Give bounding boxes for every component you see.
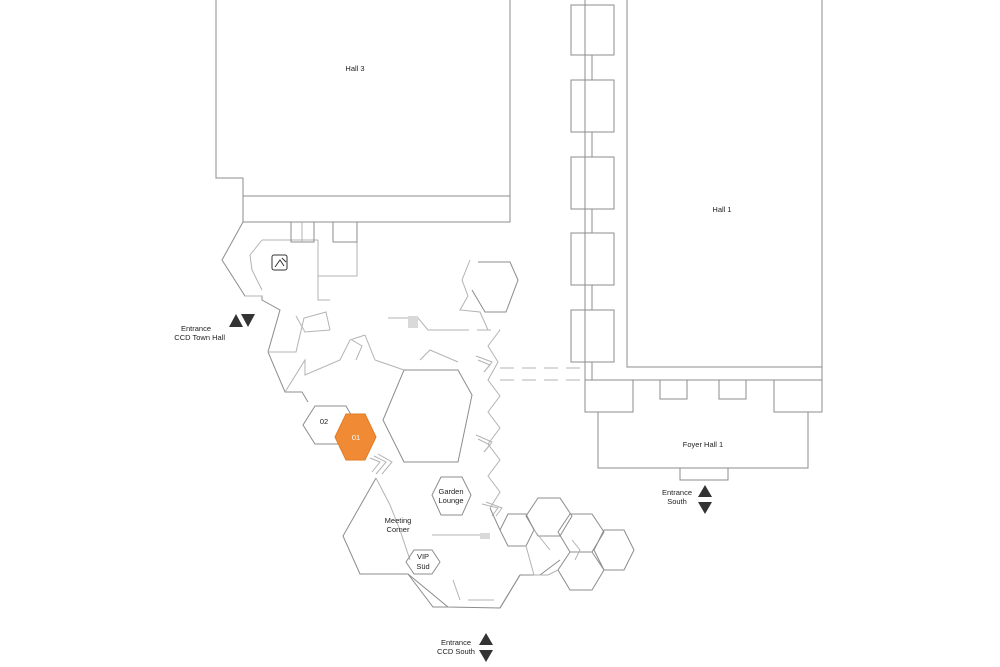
central-foyer bbox=[364, 259, 585, 509]
room-01-label: 01 bbox=[352, 433, 360, 442]
hall-3-label: Hall 3 bbox=[345, 64, 364, 73]
corridor-below-hall-3 bbox=[242, 195, 511, 223]
entrance-ccd-town-hall[interactable]: Entrance CCD Town Hall bbox=[174, 314, 255, 342]
down-arrow-icon bbox=[698, 502, 712, 514]
entrance-ccd-south[interactable]: Entrance CCD South bbox=[437, 633, 493, 662]
up-arrow-icon bbox=[698, 485, 712, 497]
vip-sued[interactable]: VIP Süd bbox=[405, 549, 441, 575]
main-foyer-outline bbox=[221, 221, 366, 403]
entrance-ccd-town-hall-label-2: CCD Town Hall bbox=[174, 333, 225, 342]
garden-lounge-label-2: Lounge bbox=[438, 496, 463, 505]
hall-3[interactable]: Hall 3 bbox=[215, 0, 511, 197]
stair-chevrons bbox=[351, 339, 503, 517]
elevator-icon bbox=[271, 254, 288, 271]
down-arrow-icon bbox=[241, 314, 255, 327]
foyer-hall-1-label: Foyer Hall 1 bbox=[683, 440, 723, 449]
room-02-label: 02 bbox=[320, 417, 328, 426]
up-arrow-icon bbox=[229, 314, 243, 327]
south-foyer bbox=[342, 477, 561, 609]
central-hexagon bbox=[382, 369, 473, 463]
hall-1-label: Hall 1 bbox=[712, 205, 731, 214]
vip-sued-label-2: Süd bbox=[416, 562, 429, 571]
entrance-south[interactable]: Entrance South bbox=[662, 485, 712, 514]
meeting-corner[interactable]: Meeting Corner bbox=[385, 516, 412, 534]
entrance-ccd-south-label-1: Entrance bbox=[441, 638, 471, 647]
hall-1[interactable]: Hall 1 bbox=[584, 0, 823, 381]
up-arrow-icon bbox=[479, 633, 493, 645]
garden-lounge[interactable]: Garden Lounge bbox=[431, 476, 472, 516]
foyer-hall-1[interactable]: Foyer Hall 1 bbox=[584, 379, 823, 481]
room-01-highlighted[interactable]: 01 bbox=[334, 413, 377, 461]
stair-block-b bbox=[332, 221, 358, 243]
entrance-ccd-south-label-2: CCD South bbox=[437, 647, 475, 656]
meeting-corner-label-1: Meeting bbox=[385, 516, 412, 525]
down-arrow-icon bbox=[479, 650, 493, 662]
meeting-corner-label-2: Corner bbox=[387, 525, 410, 534]
hexagon-cluster bbox=[489, 497, 635, 591]
vip-sued-label-1: VIP bbox=[417, 552, 429, 561]
hall-1-column-bays bbox=[570, 4, 615, 380]
entrance-south-label-1: Entrance bbox=[662, 488, 692, 497]
entrance-south-label-2: South bbox=[667, 497, 687, 506]
garden-lounge-label-1: Garden bbox=[438, 487, 463, 496]
entrance-ccd-town-hall-label-1: Entrance bbox=[181, 324, 211, 333]
